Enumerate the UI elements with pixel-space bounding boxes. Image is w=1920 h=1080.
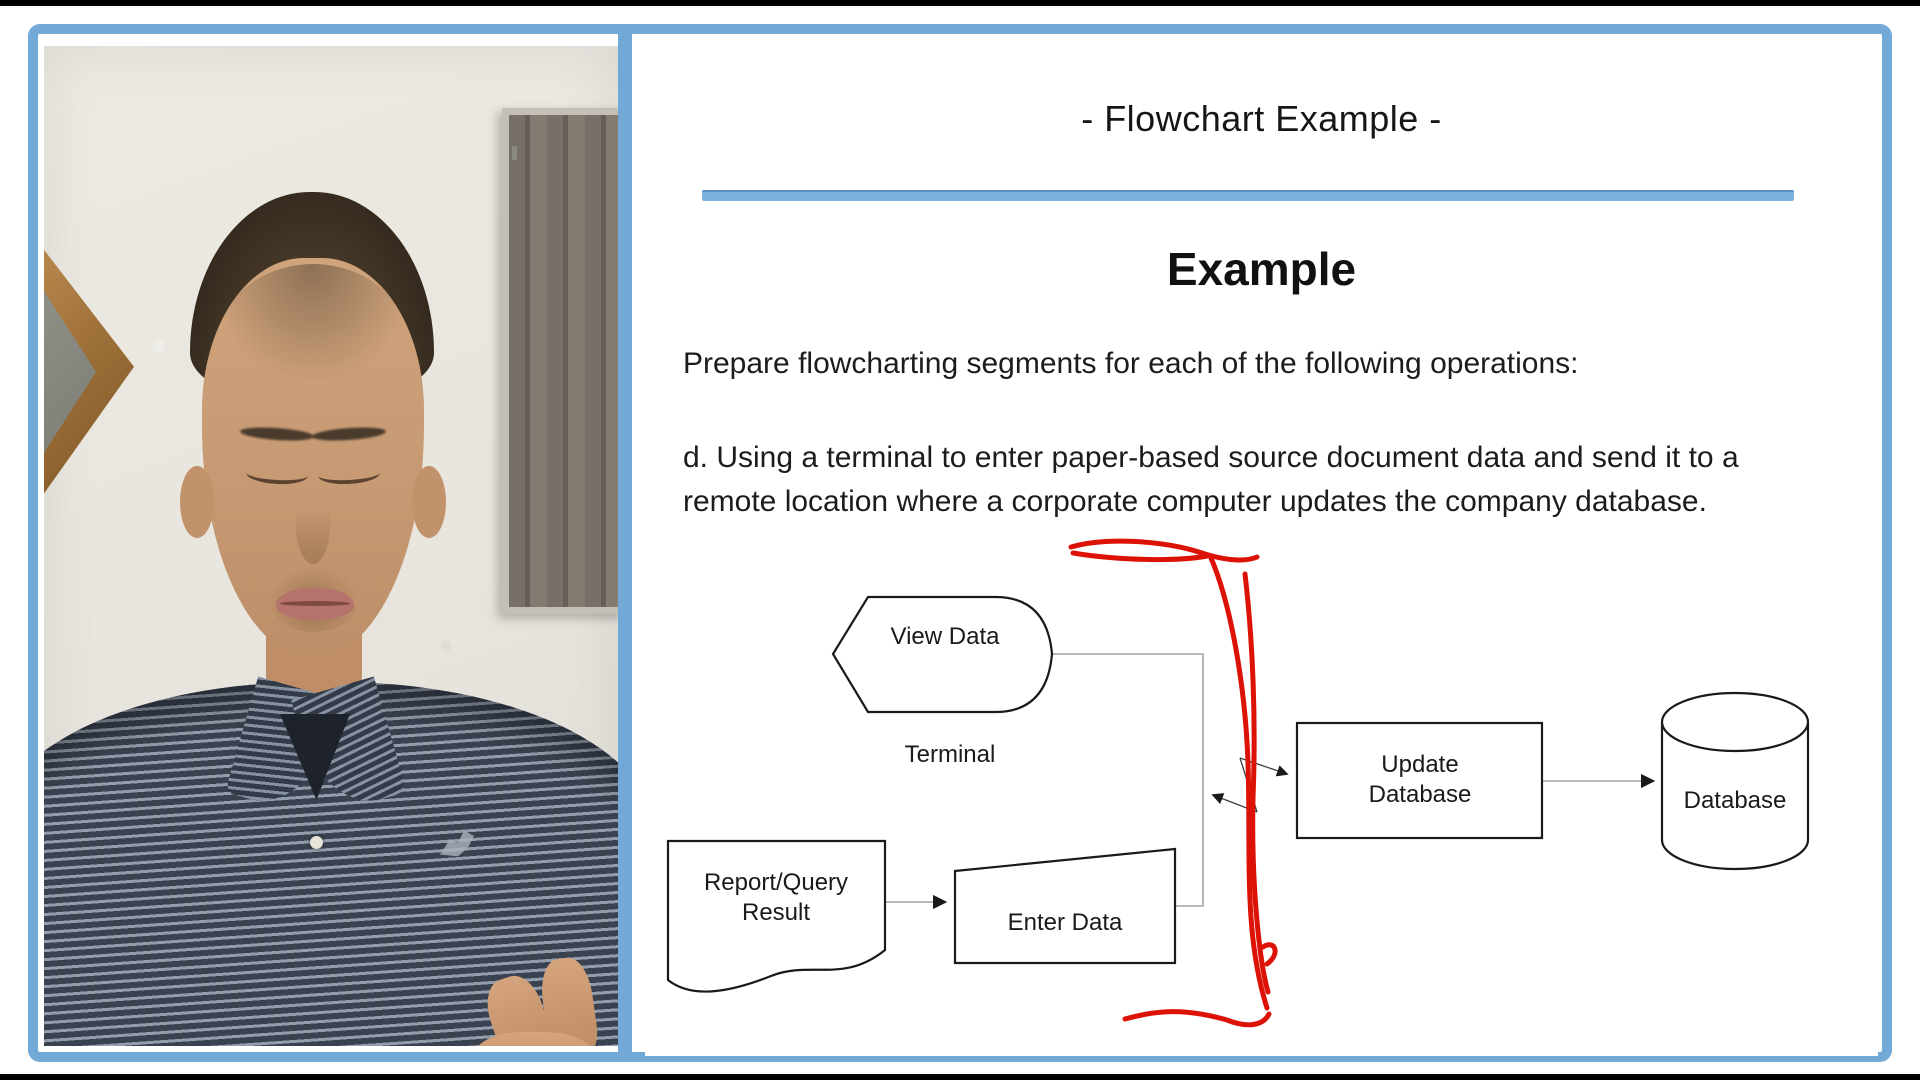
- label-view-data: View Data: [890, 623, 1000, 650]
- webcam-panel: [44, 46, 618, 1046]
- display-shape-view-data: [831, 595, 1054, 714]
- manual-input-shape-enter-data: [953, 847, 1177, 965]
- slide-title: - Flowchart Example -: [1081, 98, 1442, 139]
- presenter-lip-line: [280, 601, 350, 606]
- label-enter-data: Enter Data: [1007, 909, 1123, 936]
- label-report-query: Report/Query Result: [703, 869, 849, 926]
- presenter-ear-left: [180, 466, 214, 538]
- cylinder-shape-database-body: [1660, 722, 1810, 871]
- presenter-nose: [296, 486, 330, 564]
- label-update-database: Update Database: [1368, 751, 1472, 808]
- video-frame: - Flowchart Example - Example Prepare fl…: [0, 6, 1920, 1074]
- item-d-paragraph: d. Using a terminal to enter paper-based…: [683, 441, 1739, 518]
- flowchart-canvas: [666, 538, 1810, 1028]
- label-database: Database: [1683, 787, 1787, 814]
- process-shape-update-database: [1295, 721, 1544, 840]
- slide-heading: Example: [1166, 243, 1357, 295]
- title-underline-rule: [702, 190, 1794, 201]
- shirt-button: [310, 836, 323, 849]
- intro-paragraph: Prepare flowcharting segments for each o…: [683, 347, 1579, 380]
- wall-nail: [512, 146, 517, 160]
- red-annotation-bracket: [1068, 538, 1278, 1028]
- wood-panel: [502, 108, 618, 614]
- document-shape-report-query: [666, 839, 887, 993]
- slide-panel: - Flowchart Example - Example Prepare fl…: [645, 42, 1878, 1056]
- connector-viewdata-to-junction: [1053, 653, 1204, 907]
- presenter-ear-right: [412, 466, 446, 538]
- presenter-hand: [474, 1032, 594, 1046]
- panel-divider: [618, 24, 632, 1062]
- label-terminal: Terminal: [904, 741, 996, 768]
- cylinder-shape-database-top: [1660, 691, 1810, 753]
